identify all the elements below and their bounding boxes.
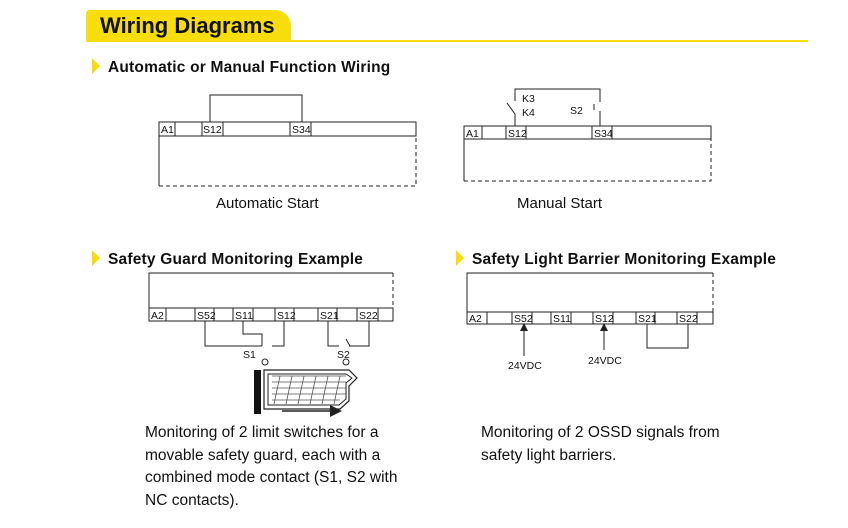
switch-s2-wire (327, 321, 370, 347)
terminal-label: A1 (161, 124, 174, 136)
terminal-label: S12 (277, 310, 296, 322)
terminal-strip (148, 307, 394, 322)
terminal-label: S12 (203, 124, 222, 136)
switch-label: S2 (337, 349, 350, 361)
terminal-label: S22 (679, 313, 698, 325)
terminal-label: A2 (151, 310, 164, 322)
header-rule (86, 40, 808, 42)
chevron-right-icon (456, 250, 464, 266)
barrier-diagram: A2 S52 S11 S12 S21 S22 24VDC 24VDC (466, 272, 714, 372)
terminal-label: S12 (595, 313, 614, 325)
terminal-label: A1 (466, 128, 479, 140)
manual-start-caption: Manual Start (517, 195, 603, 212)
automatic-start-diagram: A1 S12 S34 (158, 94, 417, 187)
contact-label: K3 (522, 93, 535, 105)
contact-label: K4 (522, 107, 535, 119)
chevron-right-icon (92, 58, 100, 74)
terminal-strip (466, 311, 714, 325)
terminal-label: A2 (469, 313, 482, 325)
switch-label: S2 (570, 105, 583, 117)
safety-guard-icon (254, 369, 358, 417)
section-title: Automatic or Manual Function Wiring (108, 59, 391, 76)
manual-start-diagram: A1 S12 S34 K3 K4 S2 (463, 88, 712, 182)
jumper-wire (646, 324, 689, 349)
terminal-label: S11 (553, 313, 571, 325)
jumper-wire (209, 94, 303, 122)
terminal-label: S21 (638, 313, 657, 325)
supply-label: 24VDC (588, 355, 622, 367)
header-tab: Wiring Diagrams (86, 10, 291, 42)
terminal-strip (158, 121, 417, 137)
terminal-label: S34 (292, 124, 311, 136)
supply-label: 24VDC (508, 360, 542, 372)
automatic-start-caption: Automatic Start (216, 195, 319, 212)
guard-diagram: A2 S52 S11 S12 S21 S22 S1 S2 (148, 272, 394, 417)
barrier-description: Monitoring of 2 OSSD signals from safety… (481, 424, 720, 464)
device-outline (464, 139, 712, 182)
terminal-label: S52 (197, 310, 216, 322)
page-title: Wiring Diagrams (100, 13, 275, 38)
terminal-label: S21 (320, 310, 339, 322)
device-outline (159, 136, 417, 187)
manual-circuit-wire (506, 88, 601, 126)
terminal-label: S52 (514, 313, 533, 325)
terminal-strip (463, 125, 712, 140)
section-light-barrier: Safety Light Barrier Monitoring Example (456, 250, 776, 269)
chevron-right-icon (92, 250, 100, 266)
switch-s1-wire (204, 321, 285, 347)
section-title: Safety Guard Monitoring Example (108, 251, 364, 268)
terminal-label: S12 (508, 128, 527, 140)
section-function-wiring: Automatic or Manual Function Wiring (92, 58, 390, 77)
terminal-label: S34 (594, 128, 613, 140)
section-title: Safety Light Barrier Monitoring Example (472, 251, 777, 268)
terminal-label: S22 (359, 310, 378, 322)
switch-label: S1 (243, 349, 256, 361)
terminal-label: S11 (235, 310, 253, 322)
guard-description: Monitoring of 2 limit switches for a mov… (145, 424, 398, 509)
section-guard-monitoring: Safety Guard Monitoring Example (92, 250, 363, 269)
